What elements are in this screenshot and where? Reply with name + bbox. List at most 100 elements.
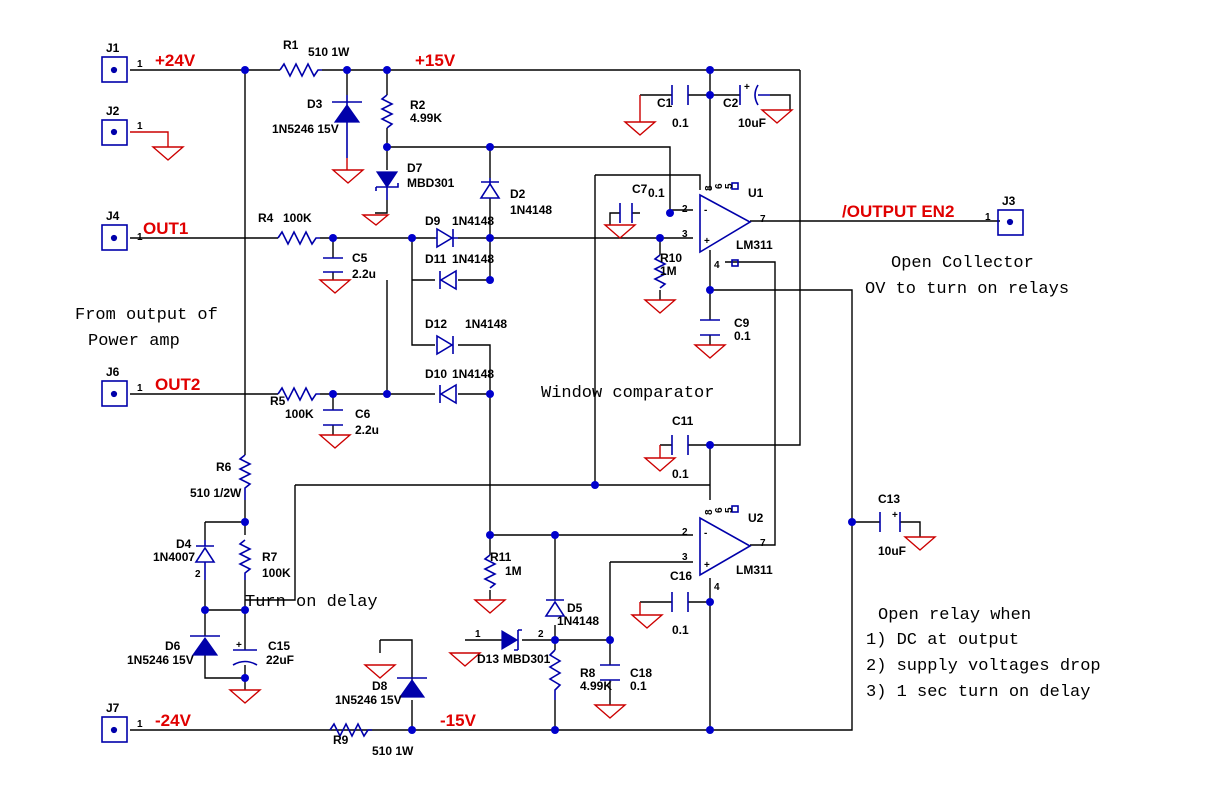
d12-val: 1N4148 bbox=[465, 317, 507, 331]
connector-j3[interactable]: J3 1 bbox=[985, 194, 1024, 236]
d4-ref: D4 bbox=[176, 537, 192, 551]
capacitor-c18 bbox=[600, 664, 620, 681]
r1-ref: R1 bbox=[283, 38, 299, 52]
c16-ref: C16 bbox=[670, 569, 692, 583]
j2-label: J2 bbox=[106, 104, 120, 118]
r8-ref: R8 bbox=[580, 666, 596, 680]
diode-d11 bbox=[439, 269, 457, 291]
diode-d4 bbox=[194, 540, 216, 580]
diode-d2 bbox=[479, 178, 501, 199]
c5-val: 2.2u bbox=[352, 267, 376, 281]
d13-val: MBD301 bbox=[503, 652, 551, 666]
c13-ref: C13 bbox=[878, 492, 900, 506]
junctions bbox=[201, 66, 856, 734]
resistor-r5 bbox=[277, 386, 320, 402]
d12-ref: D12 bbox=[425, 317, 447, 331]
net-minus15v: -15V bbox=[440, 711, 477, 730]
r6-ref: R6 bbox=[216, 460, 232, 474]
c9-ref: C9 bbox=[734, 316, 750, 330]
r7-val: 100K bbox=[262, 566, 291, 580]
svg-text:7: 7 bbox=[760, 538, 766, 549]
r5-ref: R5 bbox=[270, 394, 286, 408]
diode-d13 bbox=[501, 629, 522, 651]
d8-ref: D8 bbox=[372, 679, 388, 693]
c6-ref: C6 bbox=[355, 407, 371, 421]
u2-val: LM311 bbox=[736, 563, 773, 577]
svg-text:6: 6 bbox=[714, 507, 725, 513]
capacitor-c5 bbox=[323, 257, 343, 273]
diode-d3 bbox=[332, 95, 362, 158]
r10-ref: R10 bbox=[660, 251, 682, 265]
note-open-relay-title: Open relay when bbox=[878, 606, 1031, 625]
capacitor-c2 bbox=[739, 84, 770, 106]
capacitor-c6 bbox=[323, 409, 343, 426]
resistor-r2 bbox=[380, 94, 394, 129]
net-plus24v: +24V bbox=[155, 51, 196, 70]
svg-text:+: + bbox=[744, 82, 750, 93]
c2-ref: C2 bbox=[723, 96, 739, 110]
j6-label: J6 bbox=[106, 365, 120, 379]
u2-ref: U2 bbox=[748, 511, 764, 525]
resistor-r6 bbox=[238, 454, 252, 500]
note-condition-1: 1) DC at output bbox=[866, 631, 1019, 650]
d9-val: 1N4148 bbox=[452, 214, 494, 228]
svg-text:2: 2 bbox=[682, 204, 688, 215]
svg-text:4: 4 bbox=[714, 260, 720, 271]
resistor-r8 bbox=[548, 649, 562, 700]
connector-j7[interactable]: J7 1 bbox=[101, 701, 143, 743]
svg-text:+: + bbox=[236, 640, 242, 651]
net-labels: +24V +15V OUT1 OUT2 -24V -15V /OUTPUT EN… bbox=[143, 51, 954, 730]
diode-d5 bbox=[544, 599, 566, 617]
diode-d12 bbox=[436, 334, 454, 356]
connector-j2[interactable]: J2 1 bbox=[101, 104, 143, 146]
d6-ref: D6 bbox=[165, 639, 181, 653]
svg-text:2: 2 bbox=[195, 569, 201, 580]
r9-val: 510 1W bbox=[372, 744, 414, 758]
svg-text:1: 1 bbox=[137, 383, 143, 394]
c2-val: 10uF bbox=[738, 116, 766, 130]
c11-ref: C11 bbox=[672, 414, 694, 428]
resistor-r7 bbox=[238, 539, 252, 580]
svg-text:8: 8 bbox=[704, 185, 715, 191]
svg-text:7: 7 bbox=[760, 214, 766, 225]
capacitor-c15 bbox=[232, 649, 258, 666]
svg-text:1: 1 bbox=[475, 629, 481, 640]
d7-ref: D7 bbox=[407, 161, 423, 175]
d9-ref: D9 bbox=[425, 214, 441, 228]
j4-label: J4 bbox=[106, 209, 120, 223]
r2-ref: R2 bbox=[410, 98, 426, 112]
d3-val: 1N5246 15V bbox=[272, 122, 339, 136]
svg-text:-: - bbox=[704, 528, 707, 539]
c18-ref: C18 bbox=[630, 666, 652, 680]
note-condition-3: 3) 1 sec turn on delay bbox=[866, 683, 1090, 702]
capacitor-c11 bbox=[671, 435, 689, 455]
r8-val: 4.99K bbox=[580, 679, 612, 693]
diode-d7 bbox=[375, 171, 399, 200]
net-minus24v: -24V bbox=[155, 711, 192, 730]
c15-val: 22uF bbox=[266, 653, 294, 667]
resistor-r4 bbox=[277, 230, 320, 246]
c9-val: 0.1 bbox=[734, 329, 751, 343]
connector-j1[interactable]: J1 1 bbox=[101, 41, 143, 83]
c13-val: 10uF bbox=[878, 544, 906, 558]
svg-text:1: 1 bbox=[985, 212, 991, 223]
capacitor-c16 bbox=[671, 592, 689, 612]
r2-val: 4.99K bbox=[410, 111, 442, 125]
note-window-comparator: Window comparator bbox=[541, 384, 714, 403]
svg-text:3: 3 bbox=[682, 229, 688, 240]
svg-text:+: + bbox=[704, 236, 710, 247]
r11-ref: R11 bbox=[490, 550, 512, 564]
capacitor-c1 bbox=[671, 85, 689, 105]
c18-val: 0.1 bbox=[630, 679, 647, 693]
diode-d8 bbox=[397, 677, 427, 698]
grounds bbox=[130, 95, 937, 719]
svg-text:+: + bbox=[892, 510, 898, 521]
capacitors: + + + bbox=[232, 82, 901, 681]
r4-ref: R4 bbox=[258, 211, 274, 225]
u1-val: LM311 bbox=[736, 238, 773, 252]
connector-j6[interactable]: J6 1 bbox=[101, 365, 143, 407]
r7-ref: R7 bbox=[262, 550, 278, 564]
component-labels: R1 510 1W R2 4.99K D3 1N5246 15V D7 MBD3… bbox=[127, 38, 906, 758]
note-power-amp: Power amp bbox=[88, 332, 180, 351]
connector-j4[interactable]: J4 1 bbox=[101, 209, 143, 251]
